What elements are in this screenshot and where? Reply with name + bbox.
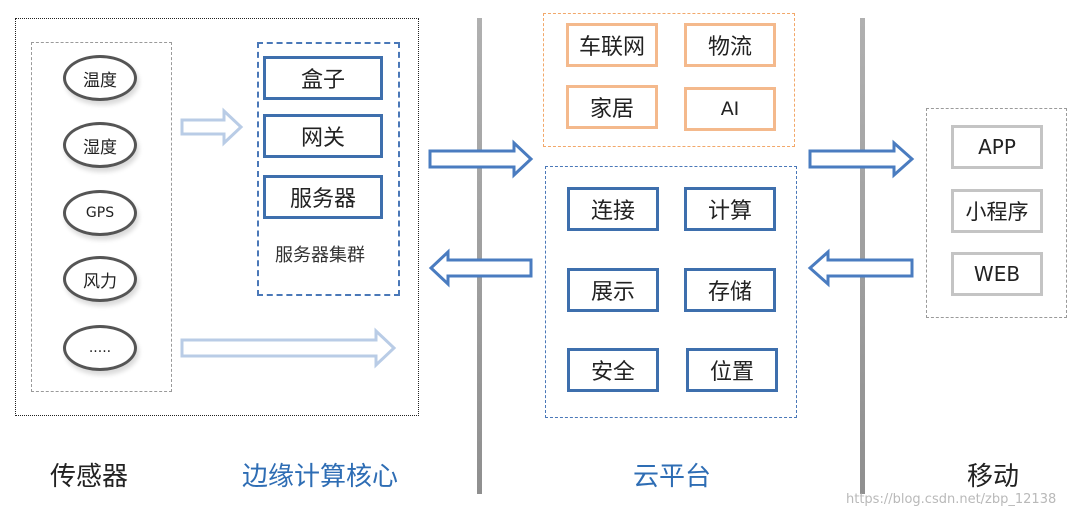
cloud-app-ai: AI (684, 87, 776, 131)
cloud-service-display: 展示 (567, 268, 659, 312)
cloud-service-connect: 连接 (567, 187, 659, 231)
sensor-temperature: 温度 (63, 55, 137, 101)
edge-gateway-box: 网关 (263, 114, 383, 158)
cloud-service-storage: 存储 (684, 268, 776, 312)
edge-server-cluster-label: 服务器集群 (275, 245, 365, 266)
arrow-mobile-to-cloud (807, 248, 914, 288)
label-edge-computing: 边缘计算核心 (242, 462, 399, 492)
arrow-sensor-to-edge (180, 107, 244, 147)
watermark: https://blog.csdn.net/zbp_12138 (846, 492, 1057, 507)
label-cloud-platform: 云平台 (633, 462, 712, 492)
sensor-humidity: 湿度 (63, 122, 137, 168)
mobile-app-box: APP (951, 125, 1043, 169)
label-sensors: 传感器 (50, 462, 129, 492)
sensor-region (15, 18, 419, 416)
mobile-miniprogram-box: 小程序 (951, 189, 1043, 233)
cloud-app-iov: 车联网 (566, 23, 658, 67)
arrow-edge-to-cloud (428, 139, 534, 179)
label-mobile: 移动 (967, 462, 1020, 492)
cloud-apps-frame (543, 13, 795, 147)
arrow-cloud-to-edge (428, 248, 533, 288)
sensor-gps: GPS (63, 190, 137, 236)
separator-edge-cloud (477, 18, 482, 494)
sensor-more: ..... (63, 325, 137, 371)
separator-cloud-mobile (860, 18, 865, 494)
edge-box-box: 盒子 (263, 56, 383, 100)
arrow-cloud-to-mobile (808, 139, 915, 179)
edge-server-box: 服务器 (263, 175, 383, 219)
cloud-service-security: 安全 (567, 348, 659, 392)
cloud-app-home: 家居 (566, 85, 658, 129)
cloud-service-compute: 计算 (684, 187, 776, 231)
sensor-wind: 风力 (63, 256, 137, 302)
cloud-services-frame (545, 166, 797, 418)
cloud-service-location: 位置 (686, 348, 778, 392)
arrow-sensor-to-cloud-bypass (180, 327, 397, 369)
cloud-app-logistics: 物流 (684, 23, 776, 67)
mobile-region (926, 108, 1067, 318)
sensor-list-frame (31, 42, 172, 392)
edge-region (257, 42, 400, 296)
mobile-web-box: WEB (951, 252, 1043, 296)
